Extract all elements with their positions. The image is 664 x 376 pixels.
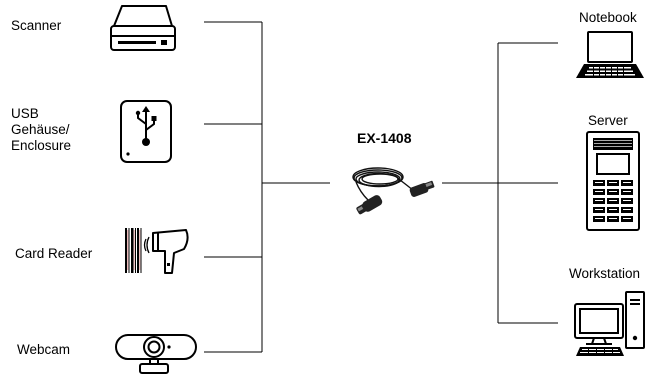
usb-enclosure-label: USB Gehäuse/ Enclosure: [11, 106, 72, 153]
product-label: EX-1408: [357, 130, 412, 146]
webcam-icon: [115, 334, 197, 374]
usb-enclosure-icon: [120, 100, 172, 163]
notebook-label: Notebook: [579, 10, 637, 25]
notebook-icon: [576, 31, 644, 78]
scanner-icon: [110, 5, 176, 51]
usb-extension-cable-icon: [352, 167, 435, 215]
workstation-icon: [574, 291, 645, 356]
card-reader-icon: [125, 228, 189, 274]
server-icon: [586, 131, 640, 231]
workstation-label: Workstation: [569, 266, 641, 281]
webcam-label: Webcam: [17, 342, 71, 357]
scanner-label: Scanner: [11, 18, 62, 33]
server-label: Server: [588, 113, 628, 128]
card-reader-label: Card Reader: [15, 246, 93, 261]
